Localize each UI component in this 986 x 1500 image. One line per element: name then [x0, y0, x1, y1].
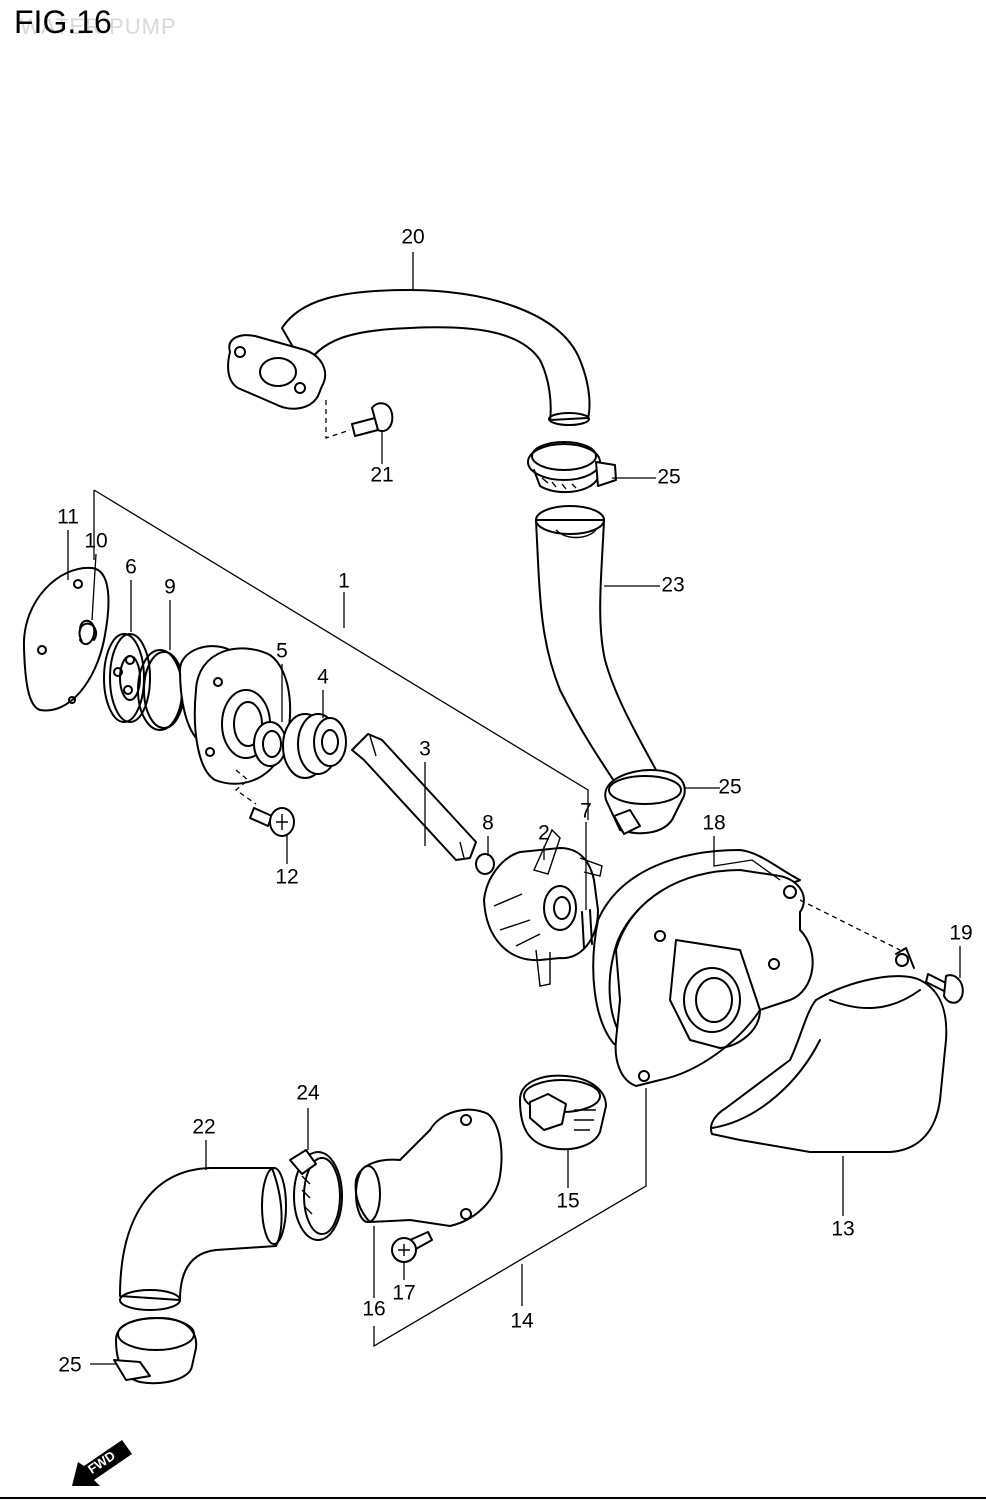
part-15-thermostat[interactable] — [519, 1074, 607, 1151]
part-19-bolt[interactable] — [799, 899, 964, 1004]
part-10-circlip[interactable] — [78, 622, 98, 643]
callout-15: 15 — [556, 1190, 579, 1213]
figure-title: FIG.16 — [14, 4, 112, 40]
part-23-hose[interactable] — [535, 505, 657, 791]
callout-17: 17 — [392, 1282, 415, 1305]
callout-11: 11 — [57, 506, 79, 529]
callout-4: 4 — [317, 666, 329, 689]
callout-9: 9 — [164, 576, 176, 599]
callout-8: 8 — [482, 812, 494, 835]
part-9-oring[interactable] — [137, 649, 185, 731]
leader-lines — [67, 252, 961, 1365]
callout-20: 20 — [401, 226, 424, 249]
part-13-guard[interactable] — [710, 947, 948, 1153]
part-25-clamp-lower[interactable] — [113, 1317, 198, 1385]
callout-3: 3 — [419, 738, 431, 761]
part-6-bearing[interactable] — [103, 633, 151, 723]
callouts: 20 21 25 23 25 11 10 6 9 1 5 4 3 8 2 7 1… — [57, 226, 973, 1377]
callout-25-lower: 25 — [58, 1354, 81, 1377]
part-8-oring[interactable] — [475, 853, 495, 875]
part-21-bolt[interactable] — [325, 400, 394, 439]
callout-24: 24 — [296, 1082, 320, 1105]
part-4-mech-seal[interactable] — [282, 713, 347, 779]
part-12-screw[interactable] — [234, 769, 295, 837]
part-5-seal[interactable] — [253, 721, 287, 767]
part-7-washer[interactable] — [581, 909, 593, 949]
callout-25-upper: 25 — [657, 466, 680, 489]
callout-1: 1 — [338, 570, 350, 593]
callout-7: 7 — [580, 800, 592, 823]
part-25-clamp-upper[interactable] — [527, 441, 617, 494]
callout-25-middle: 25 — [718, 776, 741, 799]
callout-13: 13 — [831, 1218, 854, 1241]
part-22-elbow-hose[interactable] — [119, 1167, 287, 1311]
callout-19: 19 — [949, 922, 972, 945]
callout-21: 21 — [370, 464, 393, 487]
part-20-upper-pipe[interactable] — [227, 289, 591, 426]
callout-6: 6 — [125, 556, 137, 579]
part-17-screw[interactable] — [391, 1231, 433, 1263]
fwd-arrow-icon: FWD — [72, 1440, 132, 1486]
callout-5: 5 — [276, 640, 288, 663]
part-16-inlet-fitting[interactable] — [354, 1108, 503, 1227]
part-14-pump-cover[interactable] — [614, 869, 814, 1087]
callout-16: 16 — [362, 1298, 385, 1321]
part-2-impeller[interactable] — [483, 828, 603, 987]
part-24-clamp[interactable] — [289, 1149, 343, 1241]
callout-10: 10 — [84, 530, 107, 553]
callout-18: 18 — [702, 812, 725, 835]
callout-2: 2 — [538, 822, 550, 845]
part-3-shaft[interactable] — [351, 733, 477, 861]
callout-22: 22 — [192, 1116, 215, 1139]
callout-14: 14 — [510, 1310, 534, 1333]
part-11-plate[interactable] — [22, 566, 110, 712]
callout-12: 12 — [275, 866, 298, 889]
callout-23: 23 — [661, 574, 684, 597]
part-25-clamp-middle[interactable] — [604, 769, 686, 835]
figure-subtitle: WATER PUMP — [20, 14, 177, 39]
